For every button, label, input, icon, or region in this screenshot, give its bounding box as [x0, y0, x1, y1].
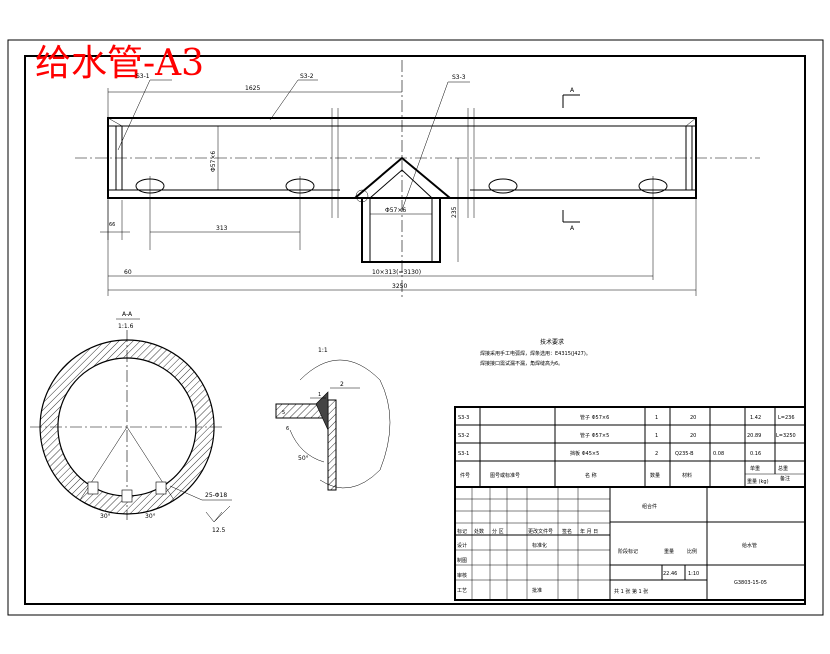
head-total: 总重 [778, 465, 788, 472]
hole-note: 25-Φ18 [205, 492, 227, 499]
roughness: 12.5 [212, 527, 226, 534]
row2-mat: 20 [690, 433, 696, 439]
branch-saddle [354, 156, 451, 199]
detail-dim-6: 6 [286, 426, 289, 432]
tb-scale-val: 1:10 [688, 571, 699, 577]
row3-name: 挡板 Φ45×5 [570, 450, 599, 457]
row3-mat: Q235-B [675, 451, 694, 457]
head-qty: 数量 [650, 472, 660, 479]
tb-doc: 更改文件号 [528, 528, 553, 535]
tb-drawing-no: G3803-15-05 [734, 580, 767, 586]
detail-view: 1:1 2 1 6 5 50° [275, 347, 391, 491]
row1-note: L=236 [778, 415, 795, 421]
section-mark-top: A [570, 87, 575, 94]
row2-note: L=3250 [776, 433, 796, 439]
head-note: 备注 [780, 475, 790, 482]
tb-check: 审核 [457, 572, 467, 579]
dim-3250: 3250 [392, 283, 407, 290]
dim-dia-branch: Φ57×6 [385, 207, 406, 214]
row3-total: 0.16 [750, 451, 761, 457]
tb-stage: 阶段标记 [618, 548, 638, 555]
tb-weight-label: 重量 [664, 548, 674, 555]
tb-draw: 制图 [457, 557, 467, 564]
tb-standard: 标准化 [532, 542, 547, 549]
hole-3 [488, 178, 518, 194]
label-part2: S3-2 [300, 73, 314, 80]
head-std: 图号或标准号 [490, 472, 520, 479]
title-block: 标记 处数 分 区 更改文件号 签名 年 月 日 设计 标准化 制图 审核 工艺… [454, 486, 806, 601]
section-label: A-A [122, 311, 133, 318]
row3-qty: 2 [655, 451, 658, 457]
parts-table: S3-3 管子 Φ57×6 1 20 1.42 L=236 S3-2 管子 Φ5… [454, 406, 806, 488]
dim-313: 313 [216, 225, 228, 232]
tech-line1: 焊接采用手工电弧焊，焊条选用：E4315(J427)。 [480, 350, 591, 357]
tech-requirements: 技术要求 焊接采用手工电弧焊，焊条选用：E4315(J427)。 焊接接口需试漏… [480, 338, 591, 367]
tb-zone: 分 区 [492, 528, 504, 535]
dim-60: 60 [124, 269, 132, 276]
tech-heading: 技术要求 [540, 338, 564, 346]
row1-qty: 1 [655, 415, 658, 421]
row3-unit: 0.08 [713, 451, 724, 457]
row1-name: 管子 Φ57×6 [580, 414, 609, 421]
branch-pipe [361, 198, 441, 263]
tb-assembly: 组合件 [642, 503, 657, 510]
row2-total: 20.89 [747, 433, 761, 439]
tb-count: 处数 [474, 528, 484, 535]
row1-mat: 20 [690, 415, 696, 421]
label-part3: S3-3 [452, 74, 466, 81]
row2-no: S3-2 [458, 433, 469, 439]
dim-1625: 1625 [245, 85, 260, 92]
inner-border [24, 55, 806, 605]
tb-sign: 签名 [562, 528, 572, 535]
tech-line2: 焊接接口需试漏不漏，角焊缝高为6。 [480, 360, 563, 367]
row2-qty: 1 [655, 433, 658, 439]
tb-mark: 标记 [457, 528, 467, 535]
detail-scale: 1:1 [318, 347, 328, 354]
tb-part-name: 给水管 [742, 542, 757, 549]
detail-dim-2: 2 [340, 381, 344, 388]
tb-date: 年 月 日 [580, 528, 598, 535]
head-name: 名 称 [585, 472, 597, 479]
tb-scale-label: 比例 [687, 548, 697, 555]
tb-process: 工艺 [457, 588, 467, 594]
tb-approve: 批准 [532, 587, 542, 594]
section-mark-bottom: A [570, 225, 575, 232]
row3-no: S3-1 [458, 451, 469, 457]
head-no: 件号 [460, 472, 470, 479]
outer-border [7, 39, 824, 616]
dim-235: 235 [451, 206, 458, 218]
angle-left: 30° [100, 513, 111, 520]
dim-dia-main: Φ57×6 [210, 151, 217, 172]
row1-no: S3-3 [458, 415, 469, 421]
row1-total: 1.42 [750, 415, 761, 421]
row2-name: 管子 Φ57×5 [580, 432, 609, 439]
label-part1: S3-1 [136, 73, 150, 80]
detail-angle: 50° [298, 455, 309, 462]
drawing-title: 给水管-A3 [35, 43, 204, 84]
tb-weight-val: 22.46 [663, 571, 677, 577]
detail-dim-5: 5 [282, 410, 285, 416]
dim-chain: 10×313(=3130) [372, 269, 421, 276]
detail-boundary [299, 359, 391, 489]
section-view: A-A 1:1.6 30° 30° 25-Φ18 12.5 [30, 311, 232, 534]
head-mat: 材料 [682, 472, 692, 479]
tb-sheet: 共 1 张 第 1 张 [614, 588, 648, 595]
detail-dim-1: 1 [318, 392, 321, 398]
main-view: S3-1 S3-2 S3-3 A A 1625 Φ57×6 Φ57×6 235 … [75, 60, 760, 300]
angle-right: 30° [145, 513, 156, 520]
detail-wall [327, 399, 337, 491]
head-weight: 重量 (kg) [747, 478, 769, 485]
tb-design: 设计 [457, 542, 467, 549]
detail-circle [355, 189, 369, 203]
dim-66: 66 [109, 222, 115, 228]
head-unit: 单重 [750, 465, 760, 472]
section-scale: 1:1.6 [118, 323, 134, 330]
